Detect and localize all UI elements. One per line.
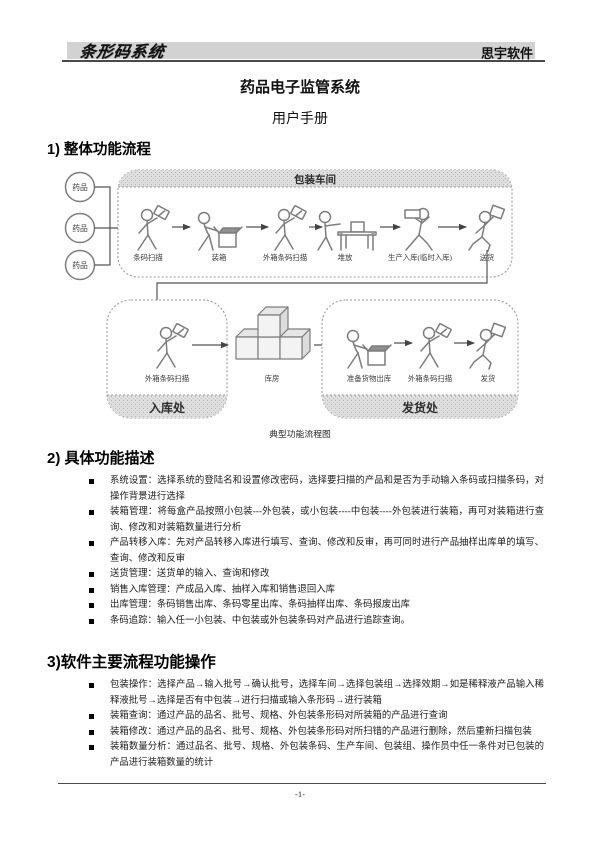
zone-outbound: 准备货物出库 外箱条码扫描 发货 发货处 (321, 299, 519, 419)
bullet-item: 包装操作：选择产品→输入批号→确认批号，选择车间→选择包装组→选择效期→如是稀释… (88, 678, 544, 709)
step-label: 发货 (481, 374, 496, 383)
bullet-square-icon (89, 479, 94, 484)
zone-inbound: 外箱条码扫描 入库处 (106, 299, 228, 419)
bullet-item: 装箱管理：将每盒产品按照小包装---外包装，或小包装----中包装----外包装… (88, 505, 544, 536)
step-label: 准备货物出库 (347, 374, 392, 383)
bullet-item: 装箱修改：通过产品的品名、批号、规格、外包装条形码对所扫错的产品进行删除，然后重… (88, 725, 544, 741)
step-label: 外箱条码扫描 (408, 374, 453, 383)
zone-packaging-workshop: 包装车间 条码扫描 装箱 外箱条码扫描 堆放 生产入库(临时入库) 送货 (117, 169, 513, 278)
bullet-text: 包装操作：选择产品→输入批号→确认批号，选择车间→选择包装组→选择效期→如是稀释… (110, 680, 544, 706)
header-rule (62, 60, 545, 62)
section-1-heading: 1) 整体功能流程 (47, 142, 151, 158)
bullet-text: 销售入库管理：产成品入库、抽样入库和销售退回入库 (110, 584, 336, 595)
bullet-text: 装箱修改：通过产品的品名、批号、规格、外包装条形码对所扫错的产品进行删除，然后重… (110, 726, 532, 737)
bullet-item: 装箱数量分析：通过品名、批号、规格、外包装条码、生产车间、包装组、操作员中任一条… (88, 740, 544, 771)
outbound-title: 发货处 (401, 400, 439, 415)
page-number: -1- (295, 789, 305, 799)
outbound-title-band (322, 395, 518, 418)
bullet-item: 产品转移入库：先对产品转移入库进行填写、查询、修改和反审，再可同时进行产品抽样出… (88, 536, 544, 567)
outbound-border (321, 299, 519, 419)
section-3-heading: 3)软件主要流程功能操作 (47, 654, 216, 671)
bullet-item: 条码追踪：输入任一小包装、中包装或外包装条码对产品进行追踪查询。 (88, 614, 544, 630)
drug-label: 药品 (72, 260, 88, 270)
bullet-square-icon (89, 572, 94, 577)
bullet-square-icon (89, 618, 94, 624)
bullet-square-icon (89, 714, 94, 719)
bullet-square-icon (89, 683, 94, 688)
step-label: 外箱条码扫描 (145, 374, 190, 383)
step-label: 生产入库(临时入库) (388, 253, 453, 262)
company-name: 思宇软件 (480, 46, 533, 61)
bullet-text: 送货管理：送货单的输入、查询和修改 (110, 569, 270, 579)
flow-diagram: 药品 药品 药品 包装车间 (30, 163, 570, 443)
header-band (67, 42, 535, 59)
step-label: 条码扫描 (133, 253, 163, 262)
step-label: 外箱条码扫描 (263, 253, 308, 262)
drug-label: 药品 (72, 182, 88, 192)
step-label: 堆放 (338, 253, 353, 262)
logo-text: 条形码系统 (78, 42, 167, 61)
document-title: 药品电子监管系统 (239, 79, 360, 96)
input-connector (94, 186, 111, 266)
warehouse-node: 库房 (235, 306, 311, 383)
diagram-caption: 典型功能流程图 (269, 428, 331, 439)
section-3-bullet-list: 包装操作：选择产品→输入批号→确认批号，选择车间→选择包装组→选择效期→如是稀释… (88, 678, 544, 771)
bullet-item: 出库管理：条码销售出库、条码零星出库、条码抽样出库、条码报废出库 (88, 598, 544, 614)
step-label: 装箱 (212, 253, 227, 262)
bullet-text: 装箱查询：通过产品的品名、批号、规格、外包装条形码对所装箱的产品进行查询 (110, 711, 448, 721)
section-2-bullet-list: 系统设置：选择系统的登陆名和设置修改密码，选择要扫描的产品和是否为手动输入条码或… (88, 474, 544, 629)
bullet-square-icon (89, 603, 94, 608)
flow-diagram-svg: 药品 药品 药品 包装车间 (64, 169, 519, 439)
inbound-title: 入库处 (149, 400, 186, 415)
drug-label: 药品 (72, 223, 88, 233)
bullet-text: 装箱管理：将每盒产品按照小包装---外包装，或小包装----中包装----外包装… (110, 507, 544, 533)
document-subtitle: 用户手册 (272, 110, 328, 126)
bullet-square-icon (89, 541, 94, 546)
warehouse-cubes-icon (235, 306, 311, 360)
bullet-square-icon (89, 587, 94, 593)
bullet-item: 销售入库管理：产成品入库、抽样入库和销售退回入库 (88, 583, 544, 599)
bullet-text: 装箱数量分析：通过品名、批号、规格、外包装条码、生产车间、包装组、操作员中任一条… (110, 742, 544, 768)
bullet-item: 送货管理：送货单的输入、查询和修改 (88, 567, 544, 583)
footer-rule (58, 783, 546, 784)
bullet-item: 系统设置：选择系统的登陆名和设置修改密码，选择要扫描的产品和是否为手动输入条码或… (88, 474, 544, 505)
bullet-square-icon (89, 510, 94, 515)
bullet-text: 系统设置：选择系统的登陆名和设置修改密码，选择要扫描的产品和是否为手动输入条码或… (110, 476, 544, 502)
section-2-heading: 2) 具体功能描述 (47, 450, 155, 467)
workshop-title: 包装车间 (294, 173, 336, 186)
workshop-title-band (118, 170, 512, 187)
bullet-square-icon (89, 745, 94, 750)
bullet-text: 条码追踪：输入任一小包装、中包装或外包装条码对产品进行追踪查询。 (110, 615, 411, 626)
warehouse-label: 库房 (265, 374, 280, 383)
bullet-text: 产品转移入库：先对产品转移入库进行填写、查询、修改和反审，再可同时进行产品抽样出… (110, 538, 544, 564)
bullet-item: 装箱查询：通过产品的品名、批号、规格、外包装条形码对所装箱的产品进行查询 (88, 709, 544, 725)
bullet-text: 出库管理：条码销售出库、条码零星出库、条码抽样出库、条码报废出库 (110, 600, 411, 610)
bullet-square-icon (89, 729, 94, 735)
inbound-title-band (107, 395, 227, 418)
